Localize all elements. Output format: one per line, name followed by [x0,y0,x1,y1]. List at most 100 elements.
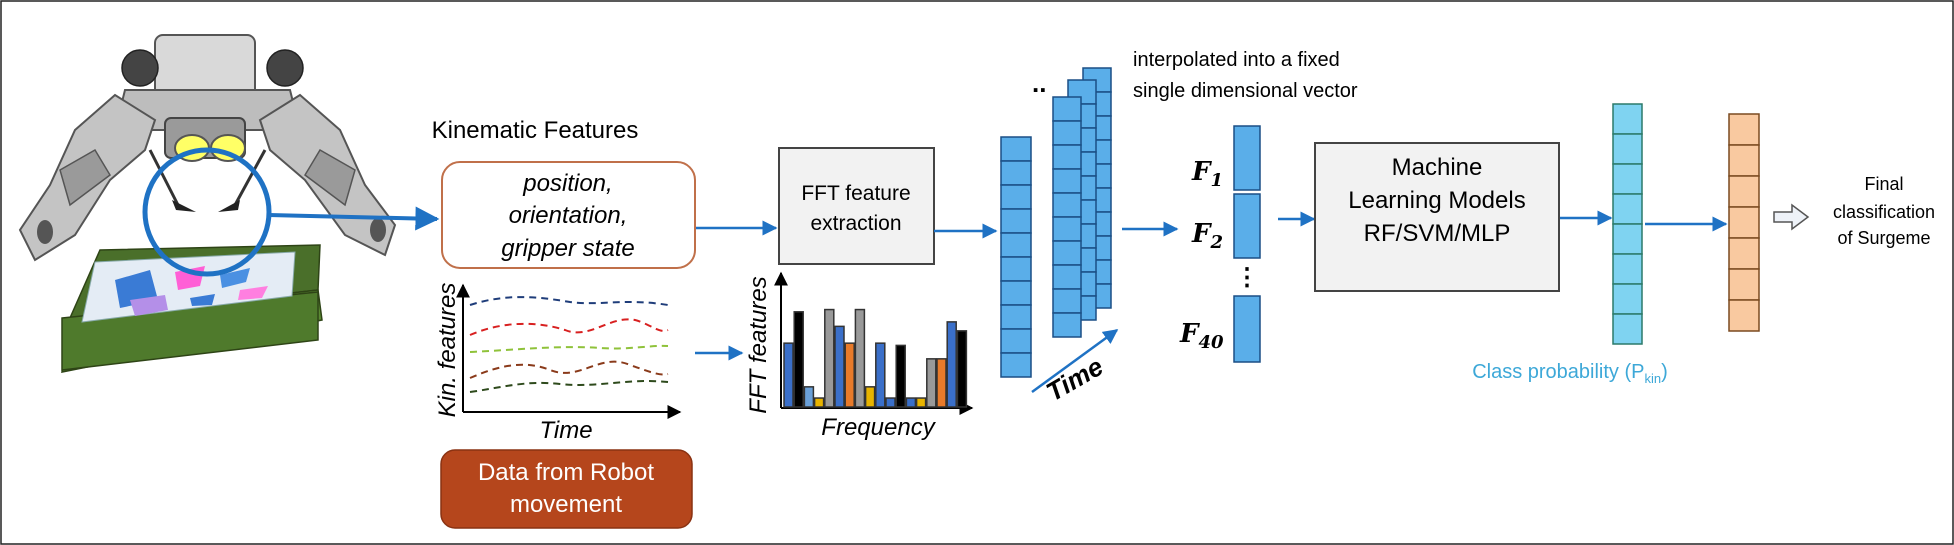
stack-front-cell [1000,280,1032,306]
ml-models-box [1314,142,1560,292]
fft-bar [783,342,794,408]
fft-bar [875,342,886,408]
output-cell [1728,113,1760,146]
kin-series-3 [469,344,669,353]
stack-front-cell [1000,136,1032,162]
feature-vector: ⋮ F1 F2 F40 [1179,125,1261,363]
arrow-robot-to-kinematic [268,206,440,231]
robot-knob-left [121,49,159,87]
feature-f1-block [1233,125,1261,191]
stack-front-cell [1000,256,1032,282]
class-probability-vector [1612,103,1643,345]
fft-bar [824,308,835,408]
feature-vector-stack [1000,67,1112,378]
output-vector [1728,113,1760,332]
stack-front-cell [1000,232,1032,258]
surgical-robot-illustration [18,34,397,373]
fft-bar [926,358,937,408]
output-cell [1728,175,1760,208]
feature-f40-block [1233,295,1261,363]
fft-line-2: extraction [810,212,901,235]
final-line-3: of Surgeme [1837,228,1930,248]
fft-bar [936,358,947,408]
kinematic-plot: Kin. features Time [434,283,682,444]
fft-bar [834,325,845,408]
fft-plot: FFT features Frequency [745,271,974,441]
stack-front-cell [1000,184,1032,210]
fft-bar [793,311,804,408]
kinematic-line-1: position, [522,170,612,197]
stack-back-cell [1052,312,1082,338]
feature-f2-block [1233,193,1261,259]
fft-bar [895,344,906,408]
stack-front-cell [1000,352,1032,378]
kinematic-line-3: gripper state [501,235,634,262]
output-cell [1728,237,1760,270]
feature-vector-dots: ⋮ [1235,264,1259,291]
kinematic-line-2: orientation, [509,202,628,229]
output-cell [1728,144,1760,177]
robot-knob-right [266,49,304,87]
label-f2: F2 [1191,219,1223,253]
kinematic-heading: Kinematic Features [432,117,639,144]
fft-box [778,147,935,265]
kin-x-label: Time [539,417,592,444]
class-probability-cell [1612,223,1643,255]
ml-line-3: RF/SVM/MLP [1364,220,1511,247]
stack-back-cell [1052,240,1082,266]
stack-front-cell [1000,160,1032,186]
robot-data-line-1: Data from Robot [478,459,654,486]
kin-series-5 [469,380,669,393]
stack-back-cell [1052,192,1082,218]
fft-x-label: Frequency [821,414,936,441]
output-cell [1728,206,1760,239]
stack-front-cell [1000,328,1032,354]
class-probability-cell [1612,253,1643,285]
class-probability-cell [1612,133,1643,165]
stack-front-cell [1000,208,1032,234]
class-probability-cell [1612,163,1643,195]
class-probability-cell [1612,313,1643,345]
kin-series-4 [469,360,669,379]
ml-line-2: Learning Models [1348,187,1525,214]
robot-console [154,34,256,98]
stack-front-cell [1000,304,1032,330]
stack-dots: .. [1032,68,1046,98]
final-line-2: classification [1833,202,1935,222]
kinematic-features-box [441,161,696,269]
time-arrow [1031,328,1119,394]
final-line-1: Final [1864,174,1903,194]
fft-bar [803,386,815,408]
final-arrow [1773,203,1810,231]
stack-back-cell [1052,216,1082,242]
fft-line-1: FFT feature [801,182,910,205]
robot-data-box [440,449,693,529]
stack-back-cell [1052,264,1082,290]
fft-bar [864,386,876,408]
fft-bar [946,321,957,408]
robot-data-line-2: movement [510,491,622,518]
fft-bar [905,397,917,408]
stack-back-cell [1052,120,1082,146]
output-cell [1728,268,1760,301]
kin-series-2 [469,318,669,336]
focus-circle [142,147,272,277]
stack-back-cell [1052,96,1082,122]
fft-bar [844,342,855,408]
fft-bar [956,330,968,408]
kin-y-label: Kin. features [434,283,461,418]
stack-back-cell [1052,144,1082,170]
fft-bar [813,397,825,408]
fft-y-label: FFT features [745,276,772,413]
training-pad-illustration [61,244,323,373]
stack-back-cell [1052,168,1082,194]
ml-line-1: Machine [1392,154,1483,181]
kin-series-1 [469,296,669,306]
interp-line-2: single dimensional vector [1133,80,1358,102]
fft-bars [783,308,968,408]
label-f40: F40 [1179,319,1224,353]
class-probability-cell [1612,283,1643,315]
fft-bar [915,397,927,408]
